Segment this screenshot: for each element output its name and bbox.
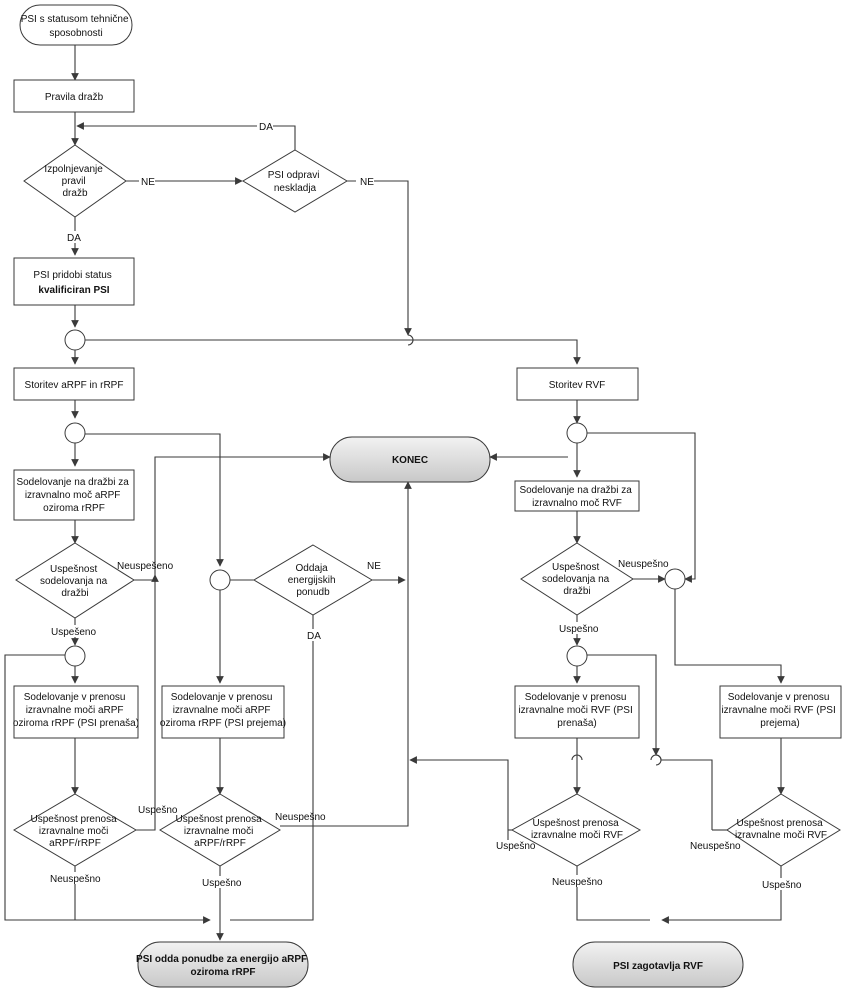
terminal-end-rvf: PSI zagotavlja RVF [572, 941, 744, 988]
label-uspesno-a2: Uspešno [202, 878, 242, 889]
junction-6 [64, 645, 86, 667]
label-uspesno-a1: Uspešno [138, 805, 178, 816]
connectors [4, 45, 785, 941]
start-text: PSI s statusom tehnične sposobnosti [21, 14, 132, 39]
decision-uspesnost-arpf: Uspešnost sodelovanja na dražbi [15, 542, 135, 619]
terminal-konec: KONEC [329, 436, 491, 483]
label-neuspesno-r2: Neuspešno [690, 841, 741, 852]
junction-3 [566, 422, 588, 444]
process-pravila-drazb: Pravila dražb [13, 79, 135, 113]
decision-uspesnost-prenosa-rvf-1: Uspešnost prenosa izravnalne moči RVF [510, 793, 642, 867]
decision-izpolnjevanje: Izpolnjevanje pravil dražb [23, 144, 127, 218]
process-storitev-rvf: Storitev RVF [516, 367, 639, 401]
process-sodelovanje-arpf: Sodelovanje na dražbi za izravnalno moč … [13, 469, 135, 521]
svg-text:Sodelovanje v prenosu: Sodelovanje v prenosu izravnalne moči aR… [160, 692, 286, 729]
svg-text:PSI odda ponudbe za energijo a: PSI odda ponudbe za energijo aRPF ozirom… [136, 954, 310, 978]
svg-text:Sodelovanje v prenosu: Sodelovanje v prenosu izravnalne moči aR… [13, 692, 139, 729]
svg-text:Izpolnjevanje pravil: Izpolnjevanje pravil dražb [44, 164, 105, 199]
svg-text:PSI odpravi neskladja: PSI odpravi neskladja [268, 170, 322, 194]
process-storitev-arpf: Storitev aRPF in rRPF [13, 367, 135, 401]
label-uspesno-r2: Uspešno [762, 880, 802, 891]
label-neuspeseno: Neuspešeno [117, 561, 174, 572]
label-neuspesno-a2: Neuspešno [275, 812, 326, 823]
svg-text:Pravila dražb: Pravila dražb [45, 92, 104, 103]
label-uspesno-rvf: Uspešno [559, 624, 599, 635]
decision-uspesnost-prenosa-arpf-1: Uspešnost prenosa izravnalne moči aRPF/r… [13, 793, 137, 867]
svg-text:Uspešnost sodelovanja: Uspešnost sodelovanja na dražbi [542, 562, 612, 597]
svg-text:Uspešnost prenosa izra: Uspešnost prenosa izravnalne moči aRPF/r… [176, 814, 265, 849]
label-uspesno-r1: Uspešno [496, 841, 536, 852]
label-uspeseno: Uspešeno [51, 627, 96, 638]
junction-4 [209, 569, 231, 591]
process-prenos-rvf-prejema: Sodelovanje v prenosu izravnalne moči RV… [719, 685, 842, 739]
edge-labels: DA NE NE DA Neuspešeno Uspešeno NE DA Ne… [48, 120, 802, 891]
decision-uspesnost-rvf: Uspešnost sodelovanja na dražbi [520, 542, 634, 616]
svg-text:Uspešnost prenosa izra: Uspešnost prenosa izravnalne moči RVF [531, 818, 623, 841]
label-neuspesno-rvf: Neuspešno [618, 559, 669, 570]
label-neuspesno-a1: Neuspešno [50, 874, 101, 885]
junction-2 [64, 422, 86, 444]
svg-text:KONEC: KONEC [392, 455, 428, 466]
svg-text:Sodelovanje na dražbi za: Sodelovanje na dražbi za izravnalno moč … [16, 477, 131, 514]
label-da-oddaja: DA [307, 631, 321, 642]
decision-oddaja-ponudb: Oddaja energijskih ponudb [253, 544, 373, 616]
svg-text:Storitev RVF: Storitev RVF [549, 380, 606, 391]
label-ne-1: NE [141, 177, 155, 188]
label-da-top: DA [259, 122, 273, 133]
svg-text:PSI zagotavlja RVF: PSI zagotavlja RVF [613, 961, 703, 972]
svg-text:Uspešnost prenosa izra: Uspešnost prenosa izravnalne moči RVF [735, 818, 827, 841]
process-kvalificiran-psi: PSI pridobi status kvalificiran PSI [13, 257, 135, 306]
junction-1 [64, 329, 86, 351]
svg-text:Sodelovanje v prenosu: Sodelovanje v prenosu izravnalne moči RV… [721, 692, 838, 729]
start-terminal: PSI s statusom tehnične sposobnosti [19, 4, 133, 46]
svg-text:Uspešnost sodelovanja: Uspešnost sodelovanja na dražbi [40, 564, 110, 599]
decision-uspesnost-prenosa-rvf-2: Uspešnost prenosa izravnalne moči RVF [726, 793, 841, 867]
svg-text:Storitev aRPF in rRPF: Storitev aRPF in rRPF [25, 380, 124, 391]
svg-text:PSI pridobi status kva: PSI pridobi status kvalificiran PSI [33, 270, 114, 296]
process-sodelovanje-rvf: Sodelovanje na dražbi za izravnalno moč … [514, 480, 640, 512]
svg-text:Sodelovanje na dražbi za: Sodelovanje na dražbi za izravnalno moč … [519, 485, 634, 509]
label-da-1: DA [67, 233, 81, 244]
process-prenos-arpf-prejema: Sodelovanje v prenosu izravnalne moči aR… [160, 685, 286, 739]
svg-text:Uspešnost prenosa izra: Uspešnost prenosa izravnalne moči aRPF/r… [31, 814, 120, 849]
junction-5 [664, 568, 686, 590]
decision-uspesnost-prenosa-arpf-2: Uspešnost prenosa izravnalne moči aRPF/r… [159, 793, 281, 867]
label-ne-2: NE [360, 177, 374, 188]
junction-7 [566, 645, 588, 667]
svg-text:Sodelovanje v prenosu: Sodelovanje v prenosu izravnalne moči RV… [518, 692, 635, 729]
process-prenos-rvf-prenasa: Sodelovanje v prenosu izravnalne moči RV… [514, 685, 640, 739]
terminal-end-arpf: PSI odda ponudbe za energijo aRPF ozirom… [136, 941, 310, 988]
process-prenos-arpf-prenasa: Sodelovanje v prenosu izravnalne moči aR… [13, 685, 139, 739]
decision-psi-odpravi: PSI odpravi neskladja [242, 149, 348, 213]
label-ne-oddaja: NE [367, 561, 381, 572]
label-neuspesno-r1: Neuspešno [552, 877, 603, 888]
svg-text:Oddaja energijskih: Oddaja energijskih ponudb [288, 563, 339, 598]
